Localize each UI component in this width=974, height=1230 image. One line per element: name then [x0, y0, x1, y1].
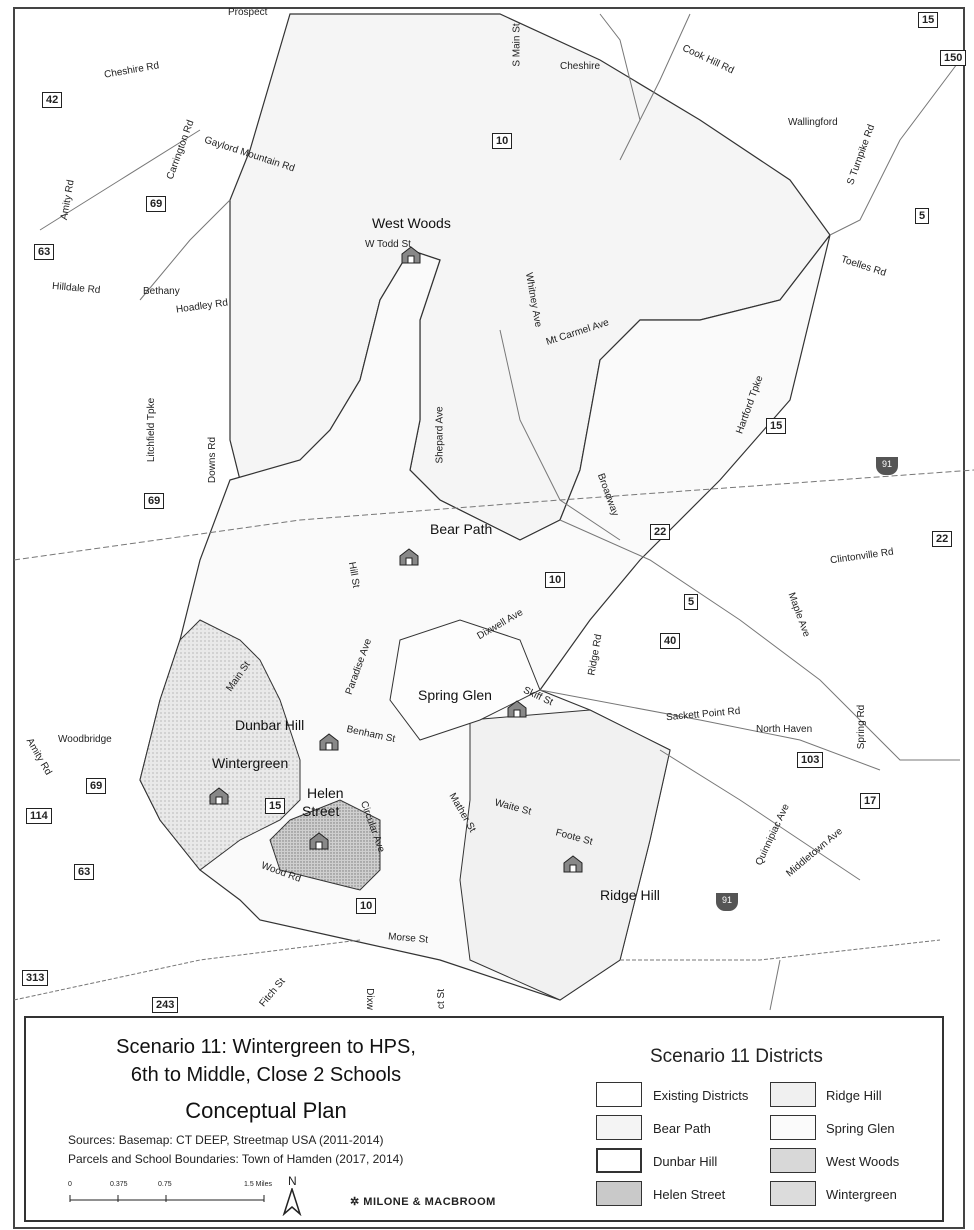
route-shield: 69: [86, 778, 107, 795]
legend-swatch: [770, 1148, 816, 1173]
town-bethany: Bethany: [143, 286, 180, 297]
route-shield: 150: [940, 50, 967, 67]
school-helen-street-line2: Street: [302, 803, 340, 819]
legend-swatch: [770, 1082, 816, 1107]
interstate-shield: 91: [716, 893, 738, 911]
route-shield: 42: [42, 92, 63, 109]
interstate-shield: 91: [876, 457, 898, 475]
route-shield: 69: [146, 196, 167, 213]
firm-name: ✲ MILONE & MACBROOM: [350, 1196, 496, 1208]
route-shield: 22: [650, 524, 671, 541]
north-arrow-icon: [282, 1188, 302, 1216]
route-shield: 114: [26, 808, 52, 825]
school-building-icon: [401, 246, 421, 264]
route-shield: 63: [34, 244, 55, 261]
legend-label: Spring Glen: [826, 1121, 895, 1136]
route-shield: 313: [22, 970, 49, 987]
legend-swatch: [596, 1115, 642, 1140]
route-shield: 243: [152, 997, 179, 1014]
legend-label: Bear Path: [653, 1121, 711, 1136]
route-shield: 10: [356, 898, 377, 915]
map-title-line1: Scenario 11: Wintergreen to HPS,: [116, 1036, 416, 1058]
legend-swatch: [596, 1148, 642, 1173]
road-downs-rd: Downs Rd: [207, 436, 219, 484]
map-title-line2: 6th to Middle, Close 2 Schools: [130, 1064, 402, 1086]
town-north-haven: North Haven: [756, 724, 813, 735]
school-spring-glen: Spring Glen: [418, 687, 492, 703]
scale-bar: [69, 1195, 265, 1202]
route-shield: 22: [932, 531, 953, 548]
route-shield: 10: [492, 133, 513, 150]
school-west-woods: West Woods: [372, 215, 451, 231]
scale-tick: 0: [68, 1181, 72, 1188]
district-spring-glen: [389, 619, 541, 741]
route-shield: 40: [660, 633, 681, 650]
school-building-icon: [507, 700, 527, 718]
route-shield: 15: [265, 798, 286, 815]
legend-label: Dunbar Hill: [653, 1154, 718, 1169]
map-title-line3: Conceptual Plan: [185, 1098, 347, 1123]
school-building-icon: [309, 832, 329, 850]
scale-tick: 1.5 Miles: [244, 1181, 273, 1188]
scale-tick: 0.75: [158, 1181, 172, 1188]
route-shield: 63: [74, 864, 95, 881]
route-shield: 15: [766, 418, 787, 435]
legend-label: Existing Districts: [653, 1088, 749, 1103]
legend-label: Helen Street: [653, 1187, 726, 1202]
legend-label: Ridge Hill: [826, 1088, 882, 1103]
legend-swatch: [770, 1181, 816, 1206]
school-dunbar-hill: Dunbar Hill: [235, 717, 305, 733]
school-building-icon: [399, 548, 419, 566]
route-shield: 17: [860, 793, 881, 810]
legend-swatch: [770, 1115, 816, 1140]
school-ridge-hill: Ridge Hill: [600, 887, 660, 903]
route-shield: 103: [797, 752, 824, 769]
school-building-icon: [209, 787, 229, 805]
school-building-icon: [319, 733, 339, 751]
district-ridge-hill: [459, 709, 671, 1001]
legend-label: West Woods: [826, 1154, 900, 1169]
road-w-todd-st: W Todd St: [365, 239, 411, 250]
road-dixwell-2: Dixw: [363, 988, 375, 1010]
legend-label: Wintergreen: [826, 1187, 897, 1202]
district-main: [139, 234, 831, 1001]
town-cheshire: Cheshire: [560, 61, 601, 72]
sources-line1: Sources: Basemap: CT DEEP, Streetmap USA…: [68, 1133, 384, 1147]
road-s-main-st: S Main St: [511, 23, 523, 67]
school-building-icon: [563, 855, 583, 873]
town-wallingford: Wallingford: [788, 117, 838, 128]
route-shield: 15: [918, 12, 939, 29]
route-shield: 69: [144, 493, 165, 510]
town-woodbridge: Woodbridge: [58, 734, 112, 745]
north-label: N: [288, 1174, 297, 1188]
route-shield: 5: [915, 208, 930, 225]
school-helen-street-line1: Helen: [307, 785, 344, 801]
route-shield: 5: [684, 594, 699, 611]
legend-swatch: [596, 1082, 642, 1107]
school-bear-path: Bear Path: [430, 521, 493, 537]
road-act-st: ct St: [436, 988, 448, 1010]
roads: [13, 13, 974, 1011]
town-prospect: Prospect: [228, 7, 268, 18]
legend-swatch: [596, 1181, 642, 1206]
scale-tick: 0.375: [110, 1181, 128, 1188]
school-wintergreen: Wintergreen: [212, 755, 289, 771]
road-shepard-ave: Shepard Ave: [434, 406, 446, 464]
district-wintergreen: [139, 619, 301, 871]
firm-name-text: MILONE & MACBROOM: [363, 1196, 496, 1208]
route-shield: 10: [545, 572, 566, 589]
road-spring-rd: Spring Rd: [856, 704, 868, 750]
road-litchfield-tpke: Litchfield Tpke: [146, 397, 158, 463]
legend-title: Scenario 11 Districts: [650, 1046, 823, 1067]
sources-line2: Parcels and School Boundaries: Town of H…: [68, 1152, 404, 1166]
